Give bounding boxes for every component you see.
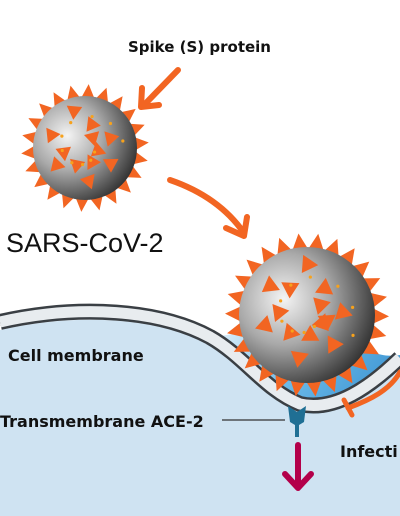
spike-protein-icon (75, 197, 89, 212)
surface-dot (289, 283, 293, 287)
virus-particle-icon (21, 84, 149, 212)
spike-protein-icon (70, 158, 86, 174)
spike-protein-icon (315, 277, 334, 295)
spike-protein-icon (116, 178, 131, 193)
spike-protein-icon (34, 173, 50, 188)
surface-dot (279, 299, 283, 303)
spike-protein-icon (235, 275, 253, 291)
spike-protein-icon (317, 314, 336, 332)
spike-protein-icon (86, 116, 101, 132)
surface-dot (351, 333, 355, 337)
spike-protein-label: Spike (S) protein (128, 38, 271, 56)
spike-protein-icon (53, 92, 67, 108)
surface-dot (60, 134, 64, 138)
spike-protein-icon (301, 324, 320, 341)
spike-protein-icon (103, 188, 117, 204)
spike-protein-icon (120, 108, 136, 123)
surface-dot (351, 305, 355, 309)
spike-protein-icon (290, 379, 306, 397)
arrow-icon (167, 177, 250, 239)
receptor-label: Transmembrane ACE-2 (0, 412, 204, 431)
surface-dot (312, 324, 316, 329)
spike-protein-icon (301, 254, 319, 274)
spike-protein-icon (225, 306, 242, 322)
surface-dot (121, 139, 125, 143)
spike-protein-icon (102, 158, 119, 173)
spike-protein-icon (339, 248, 355, 266)
spike-protein-icon (233, 337, 252, 352)
spike-protein-icon (352, 261, 370, 278)
spike-protein-icon (134, 137, 149, 151)
spike-protein-icon (362, 278, 381, 293)
spike-protein-icon (55, 146, 71, 162)
spike-protein-icon (28, 118, 44, 131)
surface-dot (70, 161, 74, 165)
arrow-icon (341, 369, 400, 418)
spike-protein-icon (261, 275, 280, 293)
spike-protein-icon (83, 131, 100, 147)
surface-dot (302, 330, 306, 335)
surface-dot (60, 148, 64, 153)
spike-protein-icon (79, 173, 95, 190)
virus-name-label: SARS-CoV-2 (6, 228, 164, 258)
spike-protein-icon (109, 96, 123, 112)
surface-dot (290, 329, 294, 333)
spike-protein-icon (350, 353, 368, 371)
surface-dot (280, 319, 284, 323)
spike-protein-icon (334, 302, 353, 320)
entry-arrow-icon (282, 442, 314, 491)
spike-protein-icon (361, 339, 379, 355)
spike-protein-icon (126, 165, 142, 178)
surface-dot (108, 121, 113, 126)
spike-protein-icon (47, 184, 61, 200)
spike-protein-icon (21, 145, 36, 159)
cell-membrane-label: Cell membrane (8, 346, 144, 365)
spike-protein-icon (281, 282, 300, 299)
spike-protein-icon (292, 233, 308, 251)
spike-protein-icon (66, 105, 83, 120)
spike-protein-icon (244, 352, 262, 369)
spike-protein-icon (46, 127, 61, 144)
spike-protein-icon (81, 84, 95, 99)
spike-protein-icon (272, 303, 290, 322)
spike-protein-icon (337, 365, 353, 384)
virus-layer (21, 84, 389, 397)
spike-protein-icon (50, 156, 66, 172)
surface-dot (90, 114, 94, 119)
spike-protein-icon (246, 259, 264, 277)
spike-protein-icon (327, 335, 344, 354)
surface-dot (308, 275, 312, 279)
ace2-receptor-icon (288, 406, 306, 437)
arrow-icon (138, 67, 181, 110)
virus-body (33, 96, 137, 200)
spike-protein-icon (313, 297, 331, 315)
spike-protein-icon (255, 315, 273, 333)
surface-dot (69, 121, 73, 125)
spike-protein-icon (308, 233, 324, 251)
spike-protein-icon (261, 246, 277, 265)
surface-dot (89, 158, 93, 162)
spike-protein-icon (259, 364, 275, 382)
spike-protein-icon (87, 154, 101, 170)
surface-dot (80, 162, 85, 167)
spike-protein-icon (290, 350, 309, 368)
virus-particle-icon (225, 233, 389, 397)
spike-protein-icon (306, 379, 322, 397)
infection-label: Infecti (340, 442, 398, 461)
surface-dot (92, 150, 97, 154)
surface-dot (336, 284, 340, 288)
spike-protein-icon (39, 103, 54, 118)
spike-protein-icon (372, 308, 389, 324)
spike-protein-icon (104, 131, 120, 147)
